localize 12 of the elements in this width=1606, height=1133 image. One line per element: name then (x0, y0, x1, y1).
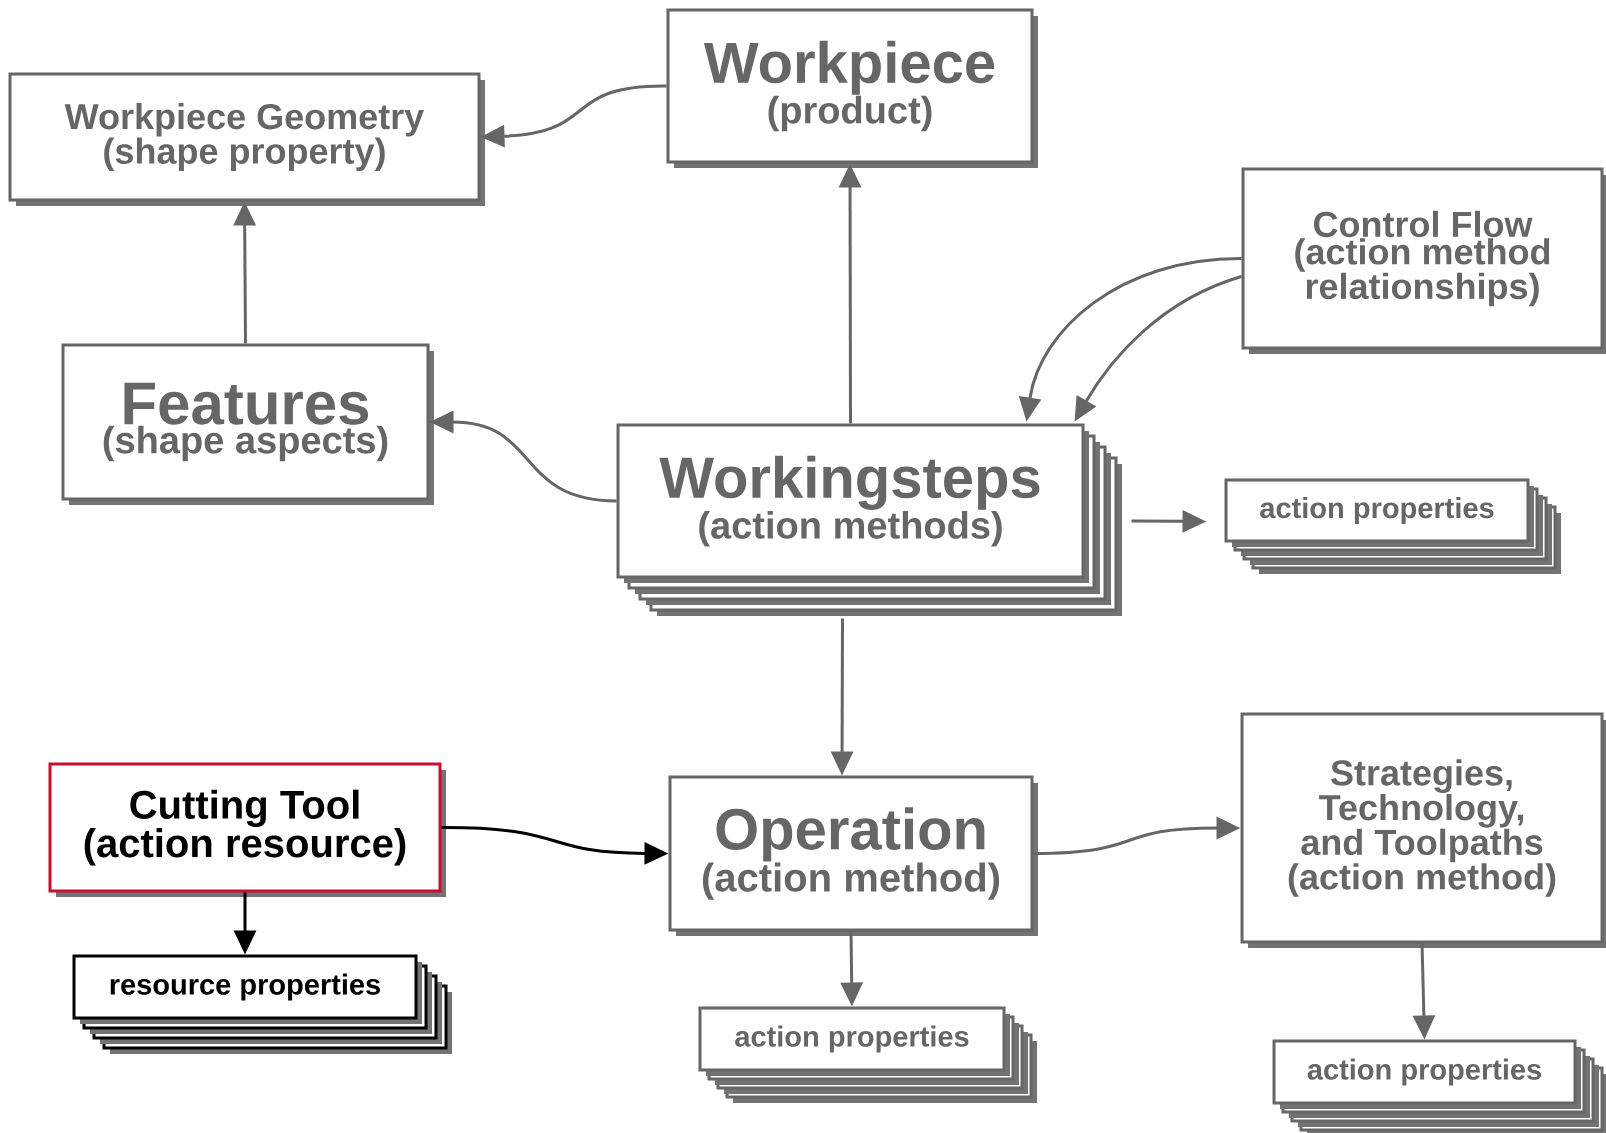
process-box: Cutting Tool (action resource) (48, 762, 446, 897)
stacked-box: action properties (1272, 1039, 1606, 1133)
stacked-box: action properties (1224, 478, 1561, 574)
process-box: Operation (action method) (668, 775, 1038, 936)
process-box: Strategies, Technology, and Toolpaths (action method) (1240, 712, 1606, 948)
process-box: Workpiece (product) (666, 8, 1038, 168)
stacked-box: Workingsteps (action methods) (616, 423, 1122, 616)
stacked-box: resource properties (72, 954, 452, 1054)
stacked-box: action properties (698, 1006, 1037, 1103)
process-box: Features (shape aspects) (61, 343, 434, 505)
process-box: Workpiece Geometry (shape property) (8, 72, 485, 206)
process-box: Control Flow (action method relationships) (1241, 167, 1606, 354)
